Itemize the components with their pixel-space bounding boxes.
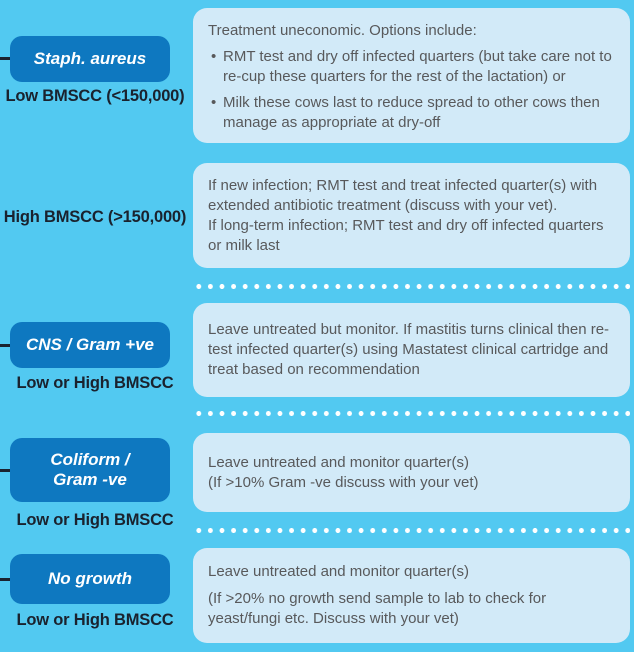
bmscc-label-low-or-high: Low or High BMSCC — [16, 511, 174, 529]
advice-bullet: Milk these cows last to reduce spread to… — [208, 93, 614, 133]
bmscc-label-high: High BMSCC (>150,000) — [3, 208, 187, 226]
advice-text: Leave untreated but monitor. If mastitis… — [208, 321, 610, 378]
dotted-separator — [193, 283, 630, 290]
advice-box-coliform: Leave untreated and monitor quarter(s) (… — [193, 433, 630, 512]
advice-text: If long-term infection; RMT test and dry… — [208, 216, 604, 254]
advice-text: (If >10% Gram -ve discuss with your vet) — [208, 473, 479, 491]
dotted-separator — [193, 527, 630, 534]
connector-line — [0, 344, 10, 347]
dotted-separator — [193, 410, 630, 417]
pathogen-label: No growth — [47, 568, 133, 588]
advice-text: Leave untreated and monitor quarter(s) — [208, 563, 469, 580]
pathogen-button-cns-gram-positive: CNS / Gram +ve — [10, 322, 170, 368]
bmscc-label-low-or-high: Low or High BMSCC — [16, 374, 174, 392]
pathogen-button-staph-aureus: Staph. aureus — [10, 36, 170, 82]
advice-box-no-growth: Leave untreated and monitor quarter(s) (… — [193, 548, 630, 643]
connector-line — [0, 57, 10, 60]
advice-bullet: RMT test and dry off infected quarters (… — [208, 47, 614, 87]
advice-text: Leave untreated and monitor quarter(s) — [208, 453, 469, 471]
advice-box-staph-high: If new infection; RMT test and treat inf… — [193, 163, 630, 268]
connector-line — [0, 469, 10, 472]
bmscc-label-low: Low BMSCC (<150,000) — [5, 87, 185, 105]
advice-text: (If >20% no growth send sample to lab to… — [208, 590, 547, 627]
pathogen-button-no-growth: No growth — [10, 554, 170, 604]
pathogen-label: Staph. aureus — [33, 48, 147, 68]
pathogen-label: CNS / Gram +ve — [25, 334, 155, 354]
bmscc-label-low-or-high: Low or High BMSCC — [16, 611, 174, 629]
advice-intro: Treatment uneconomic. Options include: — [208, 22, 477, 39]
advice-bullet-list: RMT test and dry off infected quarters (… — [208, 47, 614, 133]
advice-box-cns: Leave untreated but monitor. If mastitis… — [193, 303, 630, 397]
advice-box-staph-low: Treatment uneconomic. Options include: R… — [193, 8, 630, 143]
advice-text: If new infection; RMT test and treat inf… — [208, 176, 598, 214]
connector-line — [0, 578, 10, 581]
pathogen-button-coliform-gram-negative: Coliform / Gram -ve — [10, 438, 170, 502]
pathogen-label: Coliform / Gram -ve — [50, 449, 130, 489]
